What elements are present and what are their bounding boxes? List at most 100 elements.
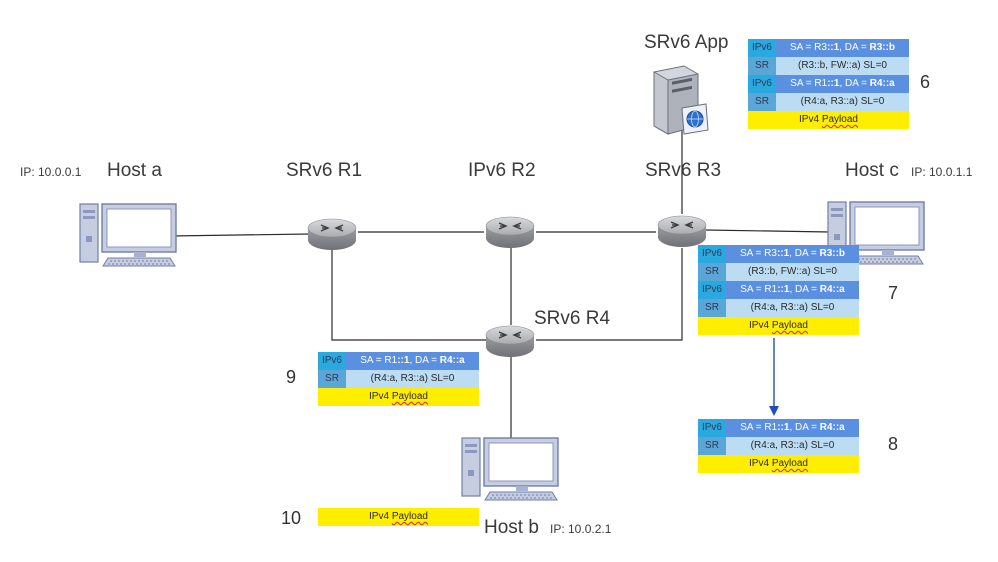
payload-text-word: Payload	[391, 511, 428, 522]
router-icon[interactable]	[484, 324, 536, 358]
host-b-label: Host b	[484, 517, 539, 538]
payload-text-ipv4: IPv4	[369, 391, 392, 402]
sr-tag: SR	[698, 437, 726, 455]
ipv6-tag: IPv6	[698, 245, 726, 263]
source-address-suffix: ::1	[776, 248, 790, 259]
ipv6-addresses: SA = R3::1, DA = R3::b	[726, 245, 859, 263]
segment-list: (R4:a, R3::a) SL=0	[726, 437, 859, 455]
ipv6-addresses: SA = R1::1, DA = R4::a	[776, 75, 909, 93]
address-separator: , DA =	[839, 78, 870, 89]
link-r1-r4	[331, 248, 486, 341]
arrow-7-to-8	[769, 338, 779, 416]
payload-row: IPv4 Payload	[318, 508, 479, 526]
host-a-ip: IP: 10.0.0.1	[20, 165, 82, 179]
sr-header-row: SR(R4:a, R3::a) SL=0	[318, 370, 479, 388]
r4-label: SRv6 R4	[534, 308, 611, 329]
link-hosta-r1	[169, 233, 311, 237]
payload-text-word: Payload	[771, 320, 808, 331]
r3-label: SRv6 R3	[645, 160, 722, 181]
host-c-ip: IP: 10.0.1.1	[911, 165, 973, 179]
source-address-suffix: ::1	[827, 78, 840, 89]
segment-list: (R3::b, FW::a) SL=0	[776, 57, 909, 75]
address-separator: , DA =	[789, 284, 820, 295]
ipv6-tag: IPv6	[698, 281, 726, 299]
source-address-prefix: SA = R3	[739, 248, 777, 259]
step-number: 7	[888, 283, 899, 303]
ipv6-tag: IPv6	[318, 352, 346, 370]
sr-tag: SR	[318, 370, 346, 388]
payload-label: IPv4 Payload	[698, 317, 859, 335]
ipv6-tag: IPv6	[748, 75, 776, 93]
payload-label: IPv4 Payload	[318, 388, 479, 406]
payload-label: IPv4 Payload	[698, 455, 859, 473]
segment-list: (R3::b, FW::a) SL=0	[726, 263, 859, 281]
r2-label: IPv6 R2	[468, 160, 536, 181]
payload-text-ipv4: IPv4	[799, 114, 822, 125]
source-address-prefix: SA = R1	[790, 78, 828, 89]
host-b-ip: IP: 10.0.2.1	[550, 522, 612, 536]
payload-text-word: Payload	[771, 458, 808, 469]
router-icon[interactable]	[484, 215, 536, 249]
sr-tag: SR	[748, 93, 776, 111]
source-address-prefix: SA = R3	[789, 42, 827, 53]
source-address-prefix: SA = R1	[740, 422, 778, 433]
desktop-computer-icon[interactable]	[460, 434, 560, 504]
payload-label: IPv4 Payload	[748, 111, 909, 129]
source-address-suffix: ::1	[397, 355, 410, 366]
source-address-prefix: SA = R1	[360, 355, 398, 366]
sr-tag: SR	[698, 263, 726, 281]
router-icon[interactable]	[306, 217, 358, 251]
segment-list: (R4:a, R3::a) SL=0	[346, 370, 479, 388]
ipv6-addresses: SA = R3::1, DA = R3::b	[776, 39, 909, 57]
host-c-label: Host c	[845, 160, 899, 181]
link-r3-r4	[536, 248, 683, 341]
step-number: 8	[888, 434, 899, 454]
payload-text-word: Payload	[821, 114, 858, 125]
destination-address: R4::a	[869, 78, 895, 89]
step-number: 10	[281, 508, 302, 528]
payload-row: IPv4 Payload	[748, 111, 909, 129]
source-address-suffix: ::1	[777, 284, 790, 295]
ipv6-addresses: SA = R1::1, DA = R4::a	[346, 352, 479, 370]
server-icon[interactable]	[650, 64, 712, 136]
sr-header-row: SR(R3::b, FW::a) SL=0	[748, 57, 909, 75]
destination-address: R4::a	[819, 422, 845, 433]
packet-header-stack: IPv4 Payload	[318, 508, 479, 526]
destination-address: R3::b	[819, 248, 846, 259]
ipv6-addresses: SA = R1::1, DA = R4::a	[726, 281, 859, 299]
router-icon[interactable]	[656, 214, 708, 248]
link-r3-hostc	[705, 229, 831, 233]
desktop-computer-icon[interactable]	[78, 200, 178, 270]
payload-row: IPv4 Payload	[318, 388, 479, 406]
ipv6-addresses: SA = R1::1, DA = R4::a	[726, 419, 859, 437]
host-a-label: Host a	[107, 160, 162, 181]
ipv6-tag: IPv6	[698, 419, 726, 437]
step-number: 6	[920, 72, 931, 92]
destination-address: R4::a	[439, 355, 465, 366]
ipv6-tag: IPv6	[748, 39, 776, 57]
sr-header-row: SR(R4:a, R3::a) SL=0	[698, 299, 859, 317]
address-separator: , DA =	[789, 422, 820, 433]
source-address-prefix: SA = R1	[740, 284, 778, 295]
destination-address: R3::b	[869, 42, 896, 53]
sr-tag: SR	[698, 299, 726, 317]
destination-address: R4::a	[819, 284, 845, 295]
sr-header-row: SR(R4:a, R3::a) SL=0	[748, 93, 909, 111]
payload-text-word: Payload	[391, 391, 428, 402]
r1-label: SRv6 R1	[286, 160, 363, 181]
payload-text-ipv4: IPv4	[749, 320, 772, 331]
payload-row: IPv4 Payload	[698, 317, 859, 335]
segment-list: (R4:a, R3::a) SL=0	[726, 299, 859, 317]
payload-row: IPv4 Payload	[698, 455, 859, 473]
segment-list: (R4:a, R3::a) SL=0	[776, 93, 909, 111]
sr-header-row: SR(R3::b, FW::a) SL=0	[698, 263, 859, 281]
